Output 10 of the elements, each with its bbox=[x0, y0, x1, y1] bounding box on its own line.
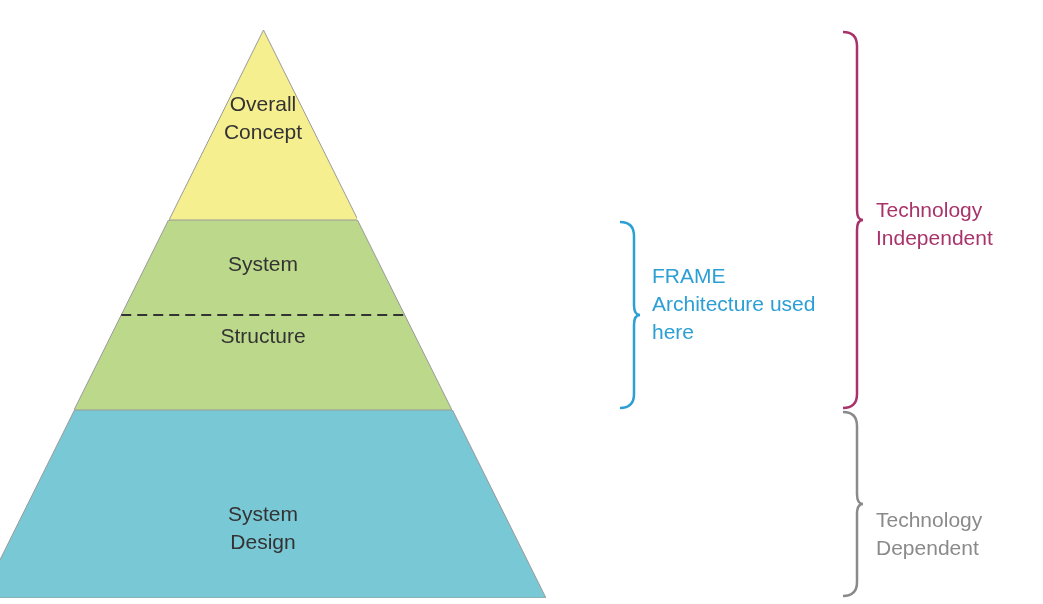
tier-label: Structure bbox=[219, 323, 307, 349]
bracket-label: FRAME Architecture used here bbox=[652, 263, 817, 345]
tier-label: System bbox=[226, 251, 299, 277]
pyramid-tier bbox=[74, 220, 452, 410]
tier-label: System Design bbox=[227, 501, 299, 555]
bracket-label: Technology Dependent bbox=[876, 507, 984, 561]
bracket-label: Technology Independent bbox=[876, 197, 994, 251]
pyramid-tier bbox=[168, 30, 358, 220]
tier-label: Overall Concept bbox=[222, 91, 304, 145]
pyramid-tier bbox=[0, 410, 546, 598]
